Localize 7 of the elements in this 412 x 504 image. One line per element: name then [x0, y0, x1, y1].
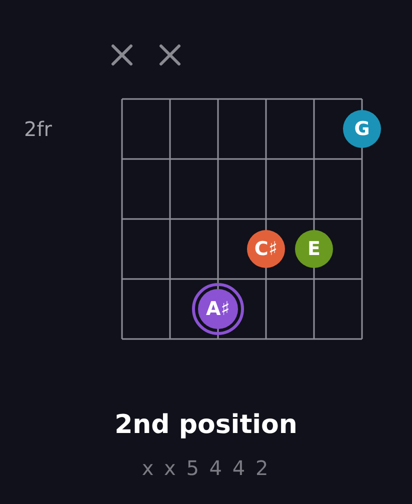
fret-number: 2fr — [24, 117, 52, 141]
finger-dot: E — [295, 230, 333, 268]
finger-dot: C♯ — [247, 230, 285, 268]
root-note-dot: A♯ — [192, 283, 244, 335]
chord-caption: 2nd position — [114, 410, 298, 440]
fingering-text: x x 5 4 4 2 — [142, 456, 270, 480]
finger-dot: G — [343, 110, 381, 148]
